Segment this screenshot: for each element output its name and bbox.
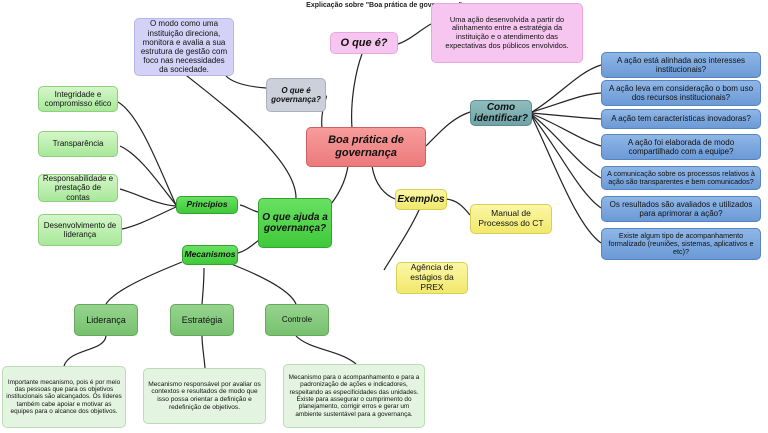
principio-responsabilidade: Responsabilidade e prestação de contas xyxy=(38,174,118,202)
link-como-q3 xyxy=(531,112,602,120)
link-exemplos-manual xyxy=(445,198,471,216)
exemplo-manual: Manual de Processos do CT xyxy=(470,204,552,234)
link-oque-e-def xyxy=(397,23,432,45)
link-mec-lideranca xyxy=(105,261,183,305)
link-governanca-ajuda xyxy=(181,71,297,199)
link-princ-2 xyxy=(119,145,177,206)
link-mec-estrategia xyxy=(201,267,205,305)
principio-lideranca: Desenvolvimento de liderança xyxy=(38,214,122,246)
link-como-q1 xyxy=(531,64,602,113)
principios-node[interactable]: Princípios xyxy=(176,196,238,214)
central-topic[interactable]: Boa prática de governança xyxy=(306,127,426,167)
question-3: A ação tem características inovadoras? xyxy=(601,109,761,129)
lideranca-description: Importante mecanismo, pois é por meio da… xyxy=(2,366,126,428)
link-princ-4 xyxy=(121,206,177,230)
mecanismo-estrategia[interactable]: Estratégia xyxy=(170,304,234,336)
link-center-como xyxy=(425,111,471,147)
link-como-q4 xyxy=(531,113,602,147)
link-governanca-def xyxy=(225,75,267,89)
question-6: Os resultados são avaliados e utilizados… xyxy=(601,196,761,222)
page-title: Explicação sobre "Boa prática de governa… xyxy=(306,2,462,9)
link-exemplos-agencia xyxy=(383,207,421,271)
link-princ-3 xyxy=(119,188,177,207)
mecanismo-controle[interactable]: Controle xyxy=(265,304,329,336)
link-center-oque-e xyxy=(351,53,363,129)
link-como-q2 xyxy=(531,92,602,113)
link-center-exemplos xyxy=(371,165,396,200)
controle-description: Mecanismo para o acompanhamento e para a… xyxy=(283,364,425,428)
mecanismo-lideranca[interactable]: Liderança xyxy=(74,304,138,336)
governanca-definition: O modo como uma instituição direciona, m… xyxy=(134,18,234,76)
branch-como-identificar[interactable]: Como identificar? xyxy=(470,100,532,126)
link-estrategia-desc xyxy=(201,335,206,369)
branch-oque-e[interactable]: O que é? xyxy=(330,32,398,54)
link-como-q5 xyxy=(531,114,602,179)
link-lideranca-desc xyxy=(63,335,107,367)
branch-oque-e-governanca[interactable]: O que é governança? xyxy=(266,78,326,112)
principio-integridade: Integridade e compromisso ético xyxy=(38,86,118,112)
question-1: A ação está alinhada aos interesses inst… xyxy=(601,52,761,78)
question-7: Existe algum tipo de acompanhamento form… xyxy=(601,228,761,260)
branch-exemplos[interactable]: Exemplos xyxy=(395,189,447,210)
principio-transparencia: Transparência xyxy=(38,131,118,157)
link-ajuda-principios xyxy=(239,204,259,213)
question-4: A ação foi elaborada de modo compartilha… xyxy=(601,134,761,160)
link-como-q7 xyxy=(531,116,602,244)
exemplo-agencia: Agência de estágios da PREX xyxy=(396,262,468,294)
question-2: A ação leva em consideração o bom uso do… xyxy=(601,80,761,106)
link-princ-1 xyxy=(117,101,177,206)
branch-ajuda-governanca[interactable]: O que ajuda a governança? xyxy=(258,198,332,248)
mecanismos-node[interactable]: Mecanismos xyxy=(182,245,238,265)
oque-e-definition: Uma ação desenvolvida a partir do alinha… xyxy=(431,3,583,63)
link-mec-controle xyxy=(225,261,297,305)
link-como-q6 xyxy=(531,115,602,209)
link-controle-desc xyxy=(295,335,357,365)
question-5: A comunicação sobre os processos relativ… xyxy=(601,166,761,190)
estrategia-description: Mecanismo responsável por avaliar os con… xyxy=(143,368,266,424)
